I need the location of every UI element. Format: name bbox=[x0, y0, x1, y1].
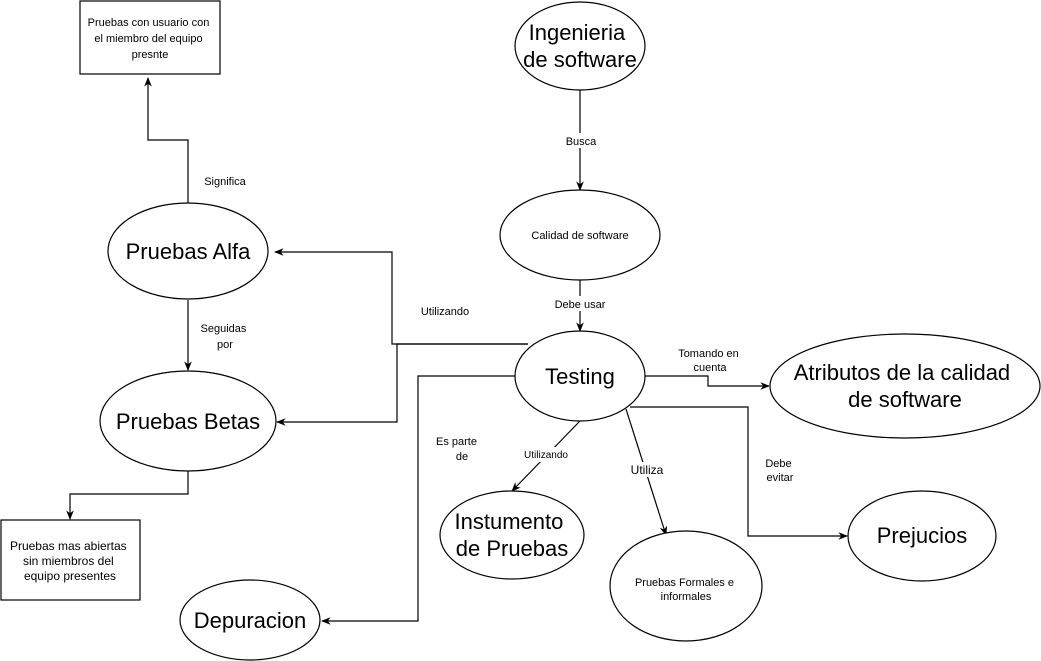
node-alfa bbox=[107, 202, 269, 300]
edge-label-es-parte: Es parte de bbox=[436, 436, 480, 463]
node-instumento-label: Instumento de Pruebas bbox=[455, 509, 570, 561]
node-betas-label: Pruebas Betas bbox=[116, 409, 260, 434]
edge-betas-to-abiertas-box bbox=[66, 470, 189, 520]
node-prejucios bbox=[847, 490, 997, 582]
edge-testing-to-atributos bbox=[645, 375, 770, 390]
edge-label-utiliza: Utiliza bbox=[631, 463, 664, 477]
node-testing bbox=[514, 330, 646, 422]
edge-label-debe-evitar: Debe evitar bbox=[765, 458, 794, 484]
node-abiertas-box-label: Pruebas mas abiertas sin miembros del eq… bbox=[10, 539, 130, 583]
node-instumento bbox=[439, 490, 585, 580]
edge-testing-to-alfa bbox=[274, 248, 528, 345]
edge-label-significa: Significa bbox=[204, 176, 246, 188]
node-formales-label: Pruebas Formales e informales bbox=[635, 577, 737, 603]
edge-alfa-to-usuario-box bbox=[144, 77, 189, 203]
node-abiertas-box bbox=[0, 519, 141, 601]
node-calidad bbox=[499, 189, 661, 281]
edge-label-seguidas: Seguidas por bbox=[201, 323, 250, 351]
node-alfa-label: Pruebas Alfa bbox=[126, 239, 252, 264]
node-testing-label: Testing bbox=[545, 364, 615, 389]
node-ingenieria bbox=[514, 1, 646, 91]
node-atributos-label: Atributos de la calidad de software bbox=[794, 360, 1017, 412]
edge-label-utilizando-low: Utilizando bbox=[524, 450, 568, 461]
connectors bbox=[66, 77, 848, 625]
node-depuracion-label: Depuracion bbox=[194, 608, 307, 633]
edge-testing-to-betas bbox=[276, 343, 528, 426]
edge-label-utilizando-top: Utilizando bbox=[421, 306, 469, 318]
edge-testing-to-depuracion bbox=[321, 375, 516, 625]
edge-label-debe-usar: Debe usar bbox=[555, 299, 606, 311]
node-depuracion bbox=[179, 579, 321, 661]
node-betas bbox=[99, 370, 277, 472]
node-usuario-box bbox=[79, 0, 221, 75]
edge-label-busca: Busca bbox=[566, 136, 597, 148]
node-calidad-label: Calidad de software bbox=[531, 230, 628, 242]
edge-testing-to-prejucios bbox=[630, 406, 848, 540]
node-usuario-box-label: Pruebas con usuario con el miembro del e… bbox=[88, 17, 213, 61]
node-atributos bbox=[769, 333, 1041, 439]
node-ingenieria-label: Ingenieria de software bbox=[523, 20, 637, 72]
node-formales bbox=[609, 530, 763, 642]
node-prejucios-label: Prejucios bbox=[877, 523, 967, 548]
edge-label-tomando: Tomando en cuenta bbox=[678, 348, 742, 374]
